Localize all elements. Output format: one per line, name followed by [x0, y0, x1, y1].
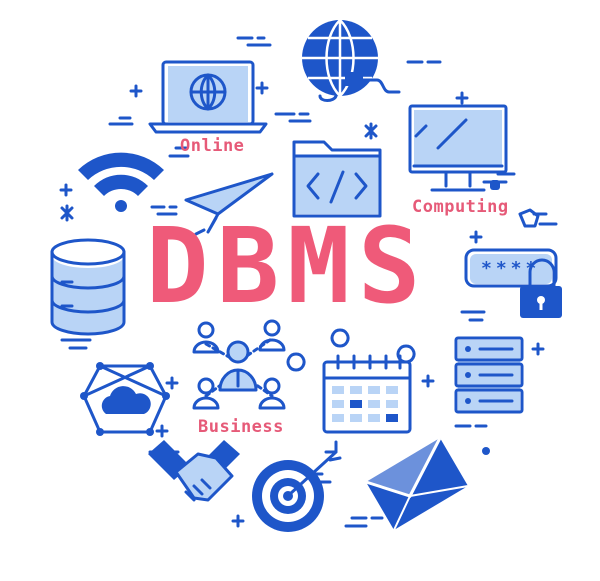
- paper-plane-icon: [184, 172, 274, 236]
- page-title: DBMS: [146, 205, 429, 327]
- server-rack-icon: [454, 336, 524, 414]
- wifi-icon: [78, 152, 164, 212]
- monitor-icon: [408, 104, 508, 192]
- computing-label: Computing: [412, 197, 509, 217]
- calendar-icon: [322, 354, 412, 434]
- globe-icon: [302, 19, 401, 102]
- password-mask: ****: [481, 258, 541, 279]
- handshake-icon: [148, 440, 240, 502]
- password-lock-icon: [464, 248, 562, 318]
- database-icon: [50, 238, 126, 336]
- online-label: Online: [180, 136, 245, 156]
- code-folder-icon: [292, 140, 382, 218]
- cloud-network-icon: [80, 362, 170, 436]
- team-network-icon: [192, 319, 286, 410]
- laptop-globe-icon: [148, 60, 268, 134]
- business-label: Business: [198, 417, 284, 437]
- target-icon: [252, 440, 342, 532]
- envelope-icon: [365, 437, 469, 531]
